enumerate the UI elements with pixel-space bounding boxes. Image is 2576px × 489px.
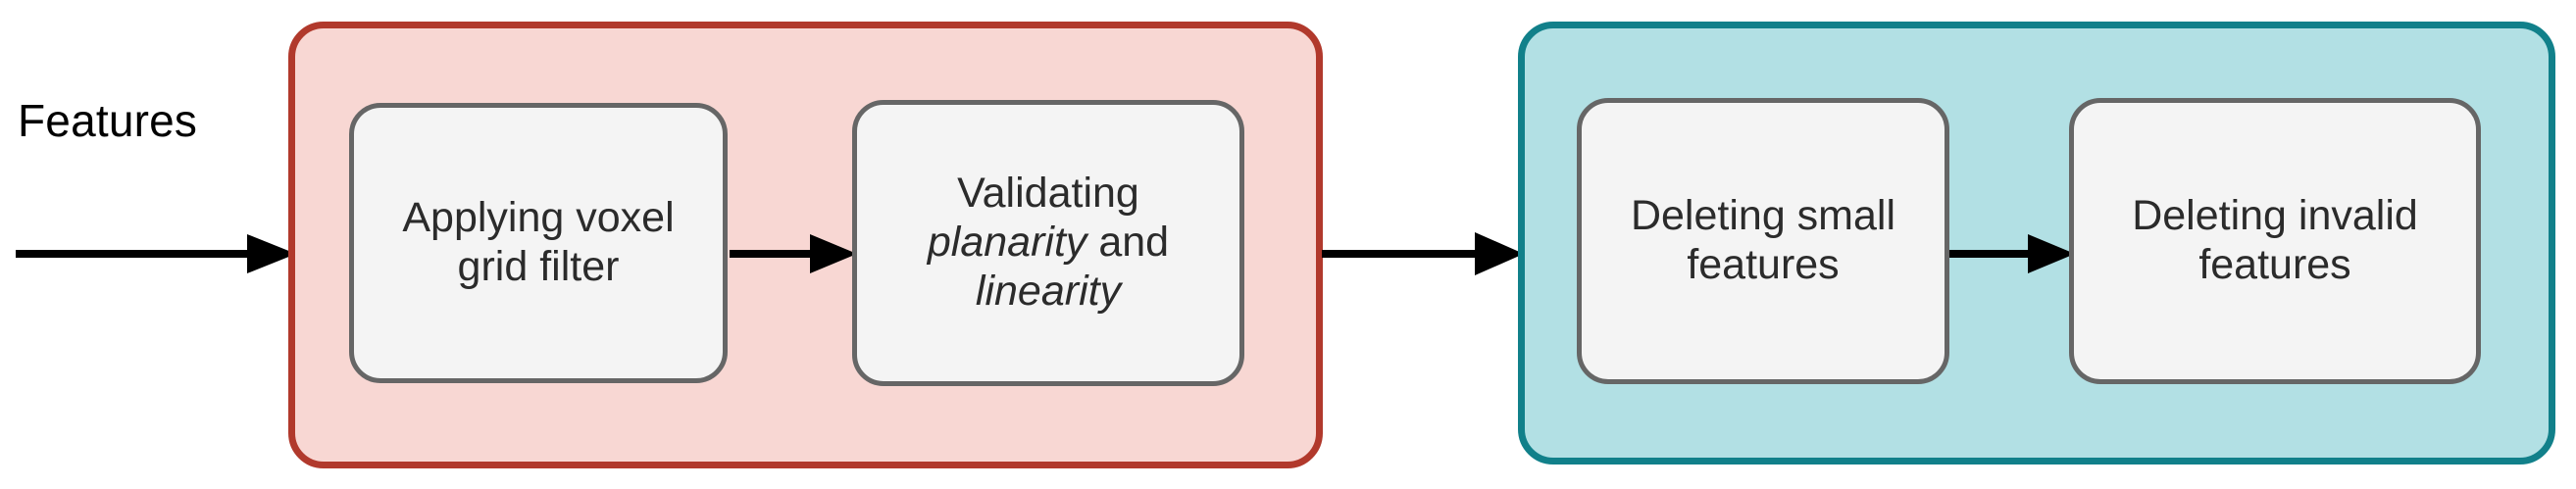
arrow-input-to-voxel (16, 231, 296, 276)
input-label-features: Features (18, 95, 198, 146)
step-label-planarity: planarity (927, 219, 1087, 267)
arrow-small-to-invalid (1949, 231, 2075, 276)
arrow-voxel-to-validating (730, 231, 857, 276)
step-label-line2: grid filter (457, 243, 620, 290)
step-deleting-small-features[interactable]: Deleting small features (1577, 98, 1949, 384)
step-label-and: and (1086, 219, 1170, 267)
step-label-line2: features (2198, 241, 2351, 288)
step-applying-voxel-grid-filter[interactable]: Applying voxel grid filter (349, 103, 728, 383)
step-validating-planarity-linearity[interactable]: Validating planarity and linearity (852, 100, 1244, 386)
step-label-linearity: linearity (975, 267, 1122, 315)
step-label-line2: features (1687, 241, 1840, 288)
step-deleting-invalid-features[interactable]: Deleting invalid features (2069, 98, 2481, 384)
arrow-red-group-to-teal-group (1322, 231, 1524, 276)
step-label-line1: Deleting invalid (2132, 192, 2418, 240)
step-label-line1: Deleting small (1630, 192, 1896, 240)
step-label-line1: Applying voxel (402, 194, 675, 242)
step-label-line1: Validating (957, 170, 1139, 218)
